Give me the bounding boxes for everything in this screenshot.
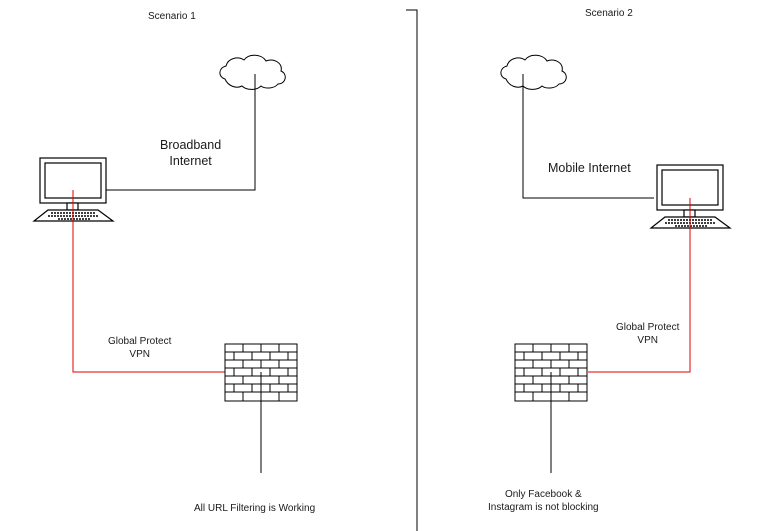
result-label-line1: Only Facebook & [504,489,582,500]
vpn-label: Global Protect VPN [616,321,679,347]
internet-label: Mobile Internet [548,160,631,176]
scenario-1-title: Scenario 1 [148,11,196,22]
vpn-label-line1: Global Protect [108,336,172,347]
internet-label-line2: Internet [169,154,212,169]
vpn-link [72,190,225,373]
cloud-icon [500,54,567,90]
result-label: All URL Filtering is Working [194,502,315,515]
mobile-link [522,74,654,199]
scenario-divider [406,9,418,531]
vpn-label-line2: VPN [637,335,658,346]
scenario-2-title: Scenario 2 [585,8,633,19]
internet-label: Broadband Internet [160,137,221,170]
vpn-label: Global Protect VPN [108,335,171,361]
vpn-label-line2: VPN [129,349,150,360]
vpn-link [588,198,691,373]
vpn-label-line1: Global Protect [616,322,680,333]
scenario-2-group [500,54,731,473]
internet-label-line1: Broadband [160,138,222,152]
result-label-line2: Instagram is not blocking [488,502,599,513]
result-label-line1: All URL Filtering is Working [194,503,316,514]
cloud-icon [219,54,286,90]
broadband-link [106,74,256,191]
internet-label-line1: Mobile Internet [548,161,631,175]
scenario-1-group [33,54,298,473]
result-label: Only Facebook & Instagram is not blockin… [488,488,599,514]
